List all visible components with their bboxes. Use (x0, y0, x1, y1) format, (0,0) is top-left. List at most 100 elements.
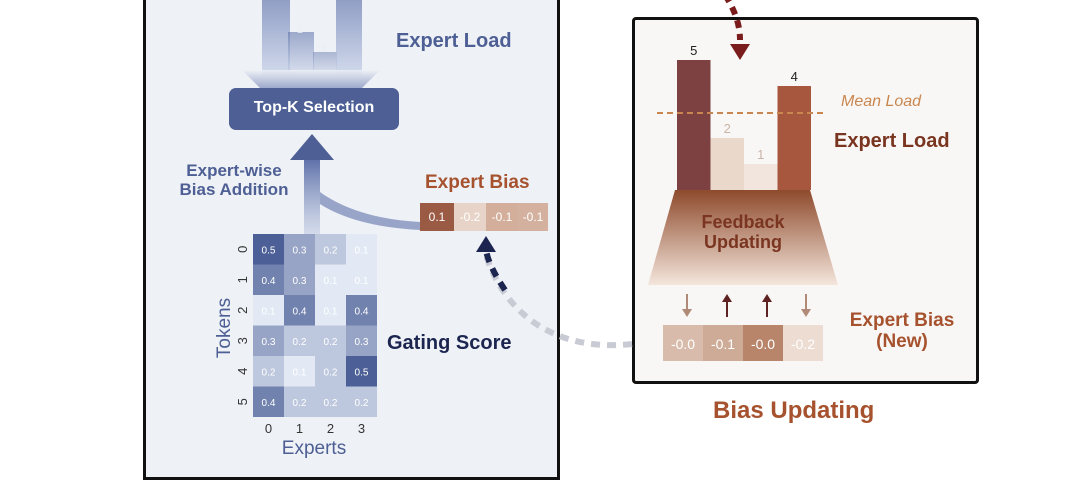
right-load-bar (710, 138, 744, 190)
incoming-dashed-arrow (724, 0, 743, 41)
bias-updating-label: Bias Updating (713, 397, 875, 424)
expert-bias-cell (454, 203, 486, 231)
topk-selection-label: Top-K Selection (253, 99, 375, 116)
heatmap-row-ticks: 0 1 2 3 4 5 (235, 246, 250, 406)
new-bias-cell (703, 325, 743, 361)
expert-bias-cell (420, 203, 454, 231)
heatmap-cell-value: 0.2 (293, 398, 307, 409)
expert-bias-value: -0.1 (523, 210, 544, 224)
arrow-down-icon (801, 309, 811, 317)
heatmap-cell (315, 295, 346, 326)
expert-bias-value: -0.2 (460, 210, 481, 224)
feedback-arrows (682, 294, 811, 317)
heatmap-cell-value: 0.2 (324, 245, 338, 256)
heatmap-cell-value: 0.2 (293, 337, 307, 348)
heatmap-col-tick: 0 (265, 421, 272, 436)
arrow-up-icon (762, 294, 772, 302)
heatmap-row-tick: 5 (235, 398, 250, 405)
heatmap-cell-value: 0.5 (355, 367, 369, 378)
bias-merge-arrow (320, 192, 420, 230)
heatmap-cell (346, 356, 377, 387)
heatmap-row-tick: 0 (235, 246, 250, 253)
heatmap-cell (253, 264, 284, 295)
expert-bias-cells (420, 203, 548, 231)
heatmap-cell (346, 386, 377, 417)
heatmap-cell-value: 0.4 (262, 276, 276, 287)
diagram-art: 2 1 0.1 -0.2 -0.1 -0.1 0.5 0.3 0.2 0.1 0.4 0.… (214, 0, 838, 459)
heatmap-cell (315, 356, 346, 387)
heatmap-cell-value: 0.1 (262, 306, 276, 317)
gating-score-label: Gating Score (387, 332, 512, 354)
new-bias-cell (663, 325, 703, 361)
heatmap-cell-value: 0.5 (262, 245, 276, 256)
bias-addition-arrowhead (290, 134, 334, 160)
heatmap-cell (284, 386, 315, 417)
new-bias-value: -0.1 (711, 336, 735, 352)
heatmap-cell-value: 0.1 (324, 306, 338, 317)
heatmap-cell (315, 325, 346, 356)
expert-bias-new-line1: Expert Bias (849, 310, 955, 331)
expert-bias-label: Expert Bias (425, 172, 530, 193)
bias-addition-line1: Expert-wise (186, 161, 282, 180)
heatmap-cell-value: 0.3 (355, 337, 369, 348)
heatmap-cell-value: 0.1 (324, 276, 338, 287)
heatmap-col-tick: 1 (296, 421, 303, 436)
heatmap-cell (284, 295, 315, 326)
heatmap-cell-value: 0.4 (355, 306, 369, 317)
heatmap-cell-value: 0.1 (355, 276, 369, 287)
feedback-updating-label: Feedback Updating (668, 212, 818, 253)
heatmap-cell (346, 234, 377, 265)
tokens-axis-label: Tokens (214, 298, 235, 358)
heatmap-cell (253, 325, 284, 356)
feedback-funnel (648, 190, 838, 285)
heatmap-cell (284, 264, 315, 295)
heatmap-cell-value: 0.2 (324, 398, 338, 409)
heatmap-cell-value: 0.2 (324, 367, 338, 378)
mean-load-label: Mean Load (841, 93, 922, 110)
bias-addition-shaft (304, 158, 320, 238)
heatmap-cell (284, 234, 315, 265)
left-load-bar (288, 32, 314, 75)
heatmap-cell-value: 0.1 (293, 367, 307, 378)
right-load-value: 2 (724, 121, 731, 136)
left-load-bar (313, 52, 337, 75)
expert-bias-value: -0.1 (492, 210, 513, 224)
new-bias-cells (663, 325, 823, 361)
right-load-value: 5 (690, 43, 697, 58)
heatmap-cell (315, 386, 346, 417)
heatmap-cell (253, 295, 284, 326)
incoming-arrowhead (730, 44, 750, 60)
new-bias-value: -0.0 (751, 336, 775, 352)
heatmap-cell-value: 0.3 (293, 245, 307, 256)
heatmap-cell (315, 264, 346, 295)
heatmap-row-tick: 3 (235, 337, 250, 344)
heatmap-row-tick: 2 (235, 307, 250, 314)
diagram-scene: 2 1 0.1 -0.2 -0.1 -0.1 0.5 0.3 0.2 0.1 0.4 0.… (143, 0, 979, 480)
heatmap-cell-value: 0.3 (293, 276, 307, 287)
heatmap-cell (253, 386, 284, 417)
heatmap-cell (346, 264, 377, 295)
heatmap-cell (284, 356, 315, 387)
arrow-up-icon (722, 294, 732, 302)
left-load-bar (336, 0, 362, 75)
right-load-value: 1 (757, 147, 764, 162)
left-load-bar (262, 0, 290, 75)
heatmap-row-tick: 1 (235, 276, 250, 283)
new-bias-cell (743, 325, 783, 361)
heatmap-cell-value: 0.3 (262, 337, 276, 348)
heatmap-row-tick: 4 (235, 368, 250, 375)
right-load-bar (777, 86, 811, 190)
heatmap-cell (346, 325, 377, 356)
bias-addition-label: Expert-wise Bias Addition (166, 161, 302, 199)
bias-feedback-arrowhead (476, 236, 496, 252)
right-load-bar (677, 60, 711, 190)
new-bias-value: -0.0 (671, 336, 695, 352)
left-expert-load-label: Expert Load (396, 30, 512, 52)
heatmap-cell (253, 356, 284, 387)
expert-bias-value: 0.1 (429, 210, 446, 224)
heatmap-col-tick: 3 (358, 421, 365, 436)
heatmap-cell-value: 0.2 (262, 367, 276, 378)
new-bias-cell (783, 325, 823, 361)
